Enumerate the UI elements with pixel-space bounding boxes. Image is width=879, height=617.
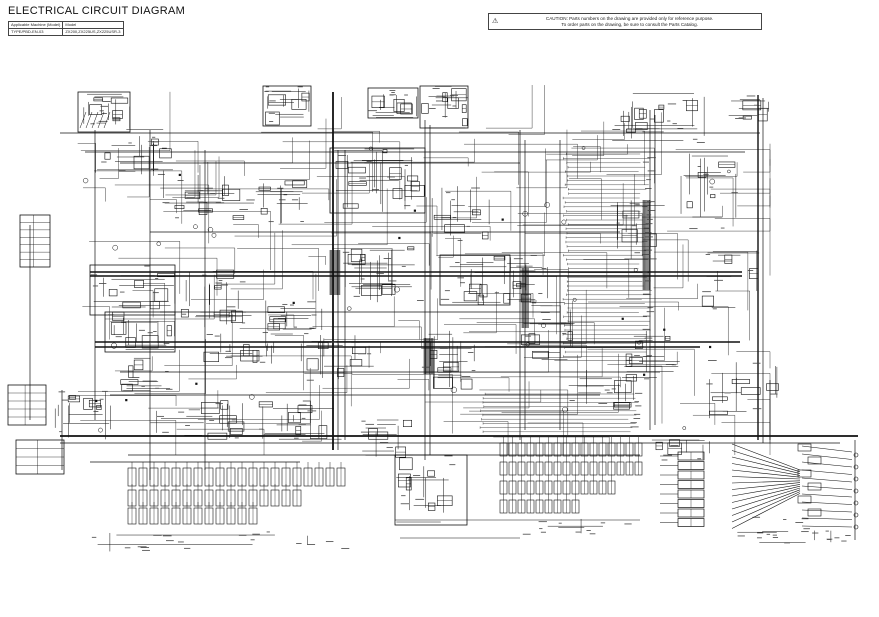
circuit-symbols — [79, 111, 731, 433]
connector-rows — [127, 437, 822, 527]
info-cell-type: TYPE/PBD-EN-03 — [7, 28, 64, 36]
wire-harness-fans — [731, 443, 859, 530]
info-cell-model-codes: ZX200,ZX225US,ZX225USR-3 — [62, 28, 124, 36]
warning-icon: ⚠ — [492, 18, 499, 25]
bus-lines — [29, 92, 858, 540]
wiring-mesh — [68, 85, 771, 455]
component-clusters — [7, 85, 851, 552]
caution-text: CAUTION: Parts numbers on the drawing ar… — [501, 16, 758, 27]
caution-line1: CAUTION: Parts numbers on the drawing ar… — [545, 15, 714, 21]
info-table: Applicable Machine (Model) Model TYPE/PB… — [7, 21, 124, 36]
info-table-row: TYPE/PBD-EN-03 ZX200,ZX225US,ZX225USR-3 — [7, 28, 124, 36]
wire-label-rows — [479, 152, 657, 433]
caution-box: ⚠ CAUTION: Parts numbers on the drawing … — [488, 13, 762, 30]
page-title: ELECTRICAL CIRCUIT DIAGRAM — [8, 5, 186, 17]
caution-line2: To order parts on the drawing, be sure t… — [561, 21, 698, 27]
